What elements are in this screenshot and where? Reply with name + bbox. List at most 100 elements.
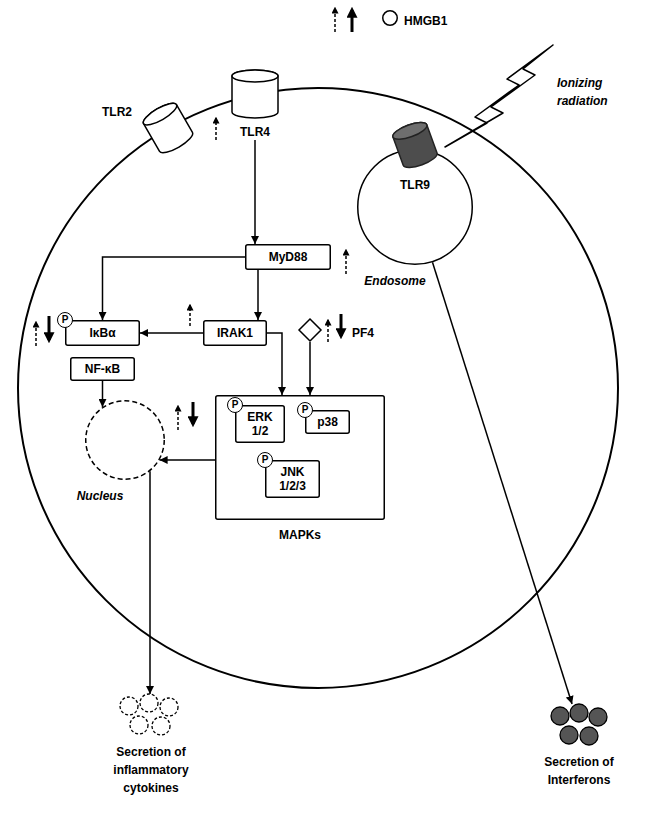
- diamond-outline: [299, 319, 321, 341]
- node-label: Endosome: [364, 274, 425, 288]
- text-holder: ERK 1/2: [235, 405, 285, 443]
- node-label: TLR9: [400, 178, 430, 192]
- dashed-up-arrow: [327, 320, 329, 342]
- receptor-cylinder: TLR9: [387, 117, 443, 173]
- box-outline: [66, 321, 140, 346]
- node-outline: [138, 98, 198, 158]
- dashed-up-arrow: [345, 250, 347, 274]
- dashed-up-arrow: [215, 118, 217, 140]
- solid-down-arrow: [48, 316, 51, 340]
- secreted-particle: [551, 707, 569, 725]
- protein-box: IRAK1: [203, 320, 267, 346]
- node-label: MAPKs: [279, 528, 321, 542]
- secreted-particle: [160, 698, 178, 716]
- phospho-badge: P: [57, 312, 73, 328]
- node-label: TLR2: [102, 105, 132, 119]
- dashed-up-arrow: [177, 406, 179, 430]
- node-label: TLR4: [240, 125, 270, 139]
- label-holder: TLR2: [82, 102, 132, 120]
- lightning-outline: [445, 45, 553, 147]
- signal-arrow: [267, 333, 282, 395]
- box-outline: [306, 411, 350, 434]
- phospho-badge: P: [227, 397, 243, 413]
- receptor-cylinder: TLR2: [138, 98, 198, 158]
- nucleus-circle: Nucleus: [85, 400, 165, 480]
- signal-arrow: [160, 459, 215, 461]
- node-label: JNK 1/2/3: [271, 465, 314, 493]
- cylinder: [141, 99, 196, 156]
- text-holder: JNK 1/2/3: [265, 460, 320, 498]
- cylinder-top: [391, 119, 429, 143]
- node-outline: [85, 400, 165, 480]
- label-holder: HMGB1: [404, 11, 464, 29]
- node-label: Secretion of inflammatory cytokines: [113, 745, 188, 795]
- cylinder: [391, 119, 439, 171]
- signal-arrow: [257, 270, 259, 320]
- secreted-particle: [120, 697, 138, 715]
- phospho-label: P: [232, 400, 239, 410]
- node-label: Secretion of Interferons: [544, 755, 613, 787]
- phospho-badge: P: [297, 402, 313, 418]
- kinase-box: PERK 1/2: [235, 405, 285, 443]
- text-holder: NF-κB: [70, 357, 135, 381]
- box-outline: [71, 358, 135, 381]
- solid-down-arrow: [192, 402, 195, 424]
- box-outline: [216, 396, 385, 520]
- cylinder-body: [391, 119, 439, 171]
- cylinder-body: [141, 99, 196, 156]
- node-outline: [115, 694, 187, 738]
- box-outline: [266, 461, 320, 498]
- node-label: IκBα: [89, 326, 115, 340]
- node-label: PF4: [352, 326, 374, 340]
- dashed-up-arrow: [189, 305, 191, 326]
- signal-arrow: [140, 332, 203, 334]
- circle-outline: [383, 11, 398, 26]
- node-outline: [298, 318, 322, 342]
- secreted-particle: [152, 717, 170, 735]
- signal-arrow: [149, 471, 151, 694]
- cylinder: [232, 70, 278, 118]
- phospho-label: P: [302, 405, 309, 415]
- node-label: HMGB1: [404, 14, 447, 28]
- node-outline: [387, 117, 443, 173]
- node-label: Nucleus: [77, 489, 124, 503]
- node-outline: [382, 10, 398, 26]
- interferon-cluster: Secretion of Interferons: [548, 704, 610, 748]
- protein-diamond: PF4: [298, 318, 322, 342]
- node-label: p38: [317, 415, 338, 429]
- node-outline: [548, 704, 610, 748]
- label-holder: Nucleus: [60, 486, 140, 504]
- cylinder-body: [232, 70, 278, 118]
- phospho-badge: P: [257, 452, 273, 468]
- lightning-bolt: Ionizing radiation: [445, 45, 555, 149]
- secreted-particle: [580, 727, 598, 745]
- protein-box: MyD88: [245, 244, 331, 270]
- cylinder-top: [141, 99, 180, 128]
- node-label: Ionizing radiation: [557, 76, 608, 108]
- secreted-particle: [130, 716, 148, 734]
- box-outline: [246, 245, 331, 270]
- endosome-circle: EndosomeTLR9: [357, 149, 473, 265]
- kinase-box: PJNK 1/2/3: [265, 460, 320, 498]
- increase-indicators: [36, 8, 346, 430]
- box-outline: [204, 321, 267, 346]
- cytokine-cluster: Secretion of inflammatory cytokines: [115, 694, 187, 738]
- signal-arrow: [309, 342, 311, 395]
- signal-arrow: [103, 257, 246, 320]
- receptor-cylinder: TLR4: [230, 70, 280, 140]
- signal-arrow: [254, 140, 256, 244]
- text-holder: MyD88: [245, 244, 331, 270]
- label-holder: Secretion of inflammatory cytokines: [101, 742, 201, 796]
- secreted-particle: [570, 704, 588, 722]
- node-outline: [445, 45, 555, 149]
- cylinder-top: [232, 70, 278, 82]
- label-holder: Endosome: [345, 271, 445, 289]
- label-holder: Secretion of Interferons: [528, 752, 630, 788]
- signal-arrow: [432, 262, 572, 704]
- secreted-particle: [589, 708, 607, 726]
- label-holder: TLR4: [230, 122, 280, 140]
- node-label: NF-κB: [85, 362, 120, 376]
- solid-up-arrow: [351, 10, 354, 32]
- circle-outline: [86, 401, 165, 480]
